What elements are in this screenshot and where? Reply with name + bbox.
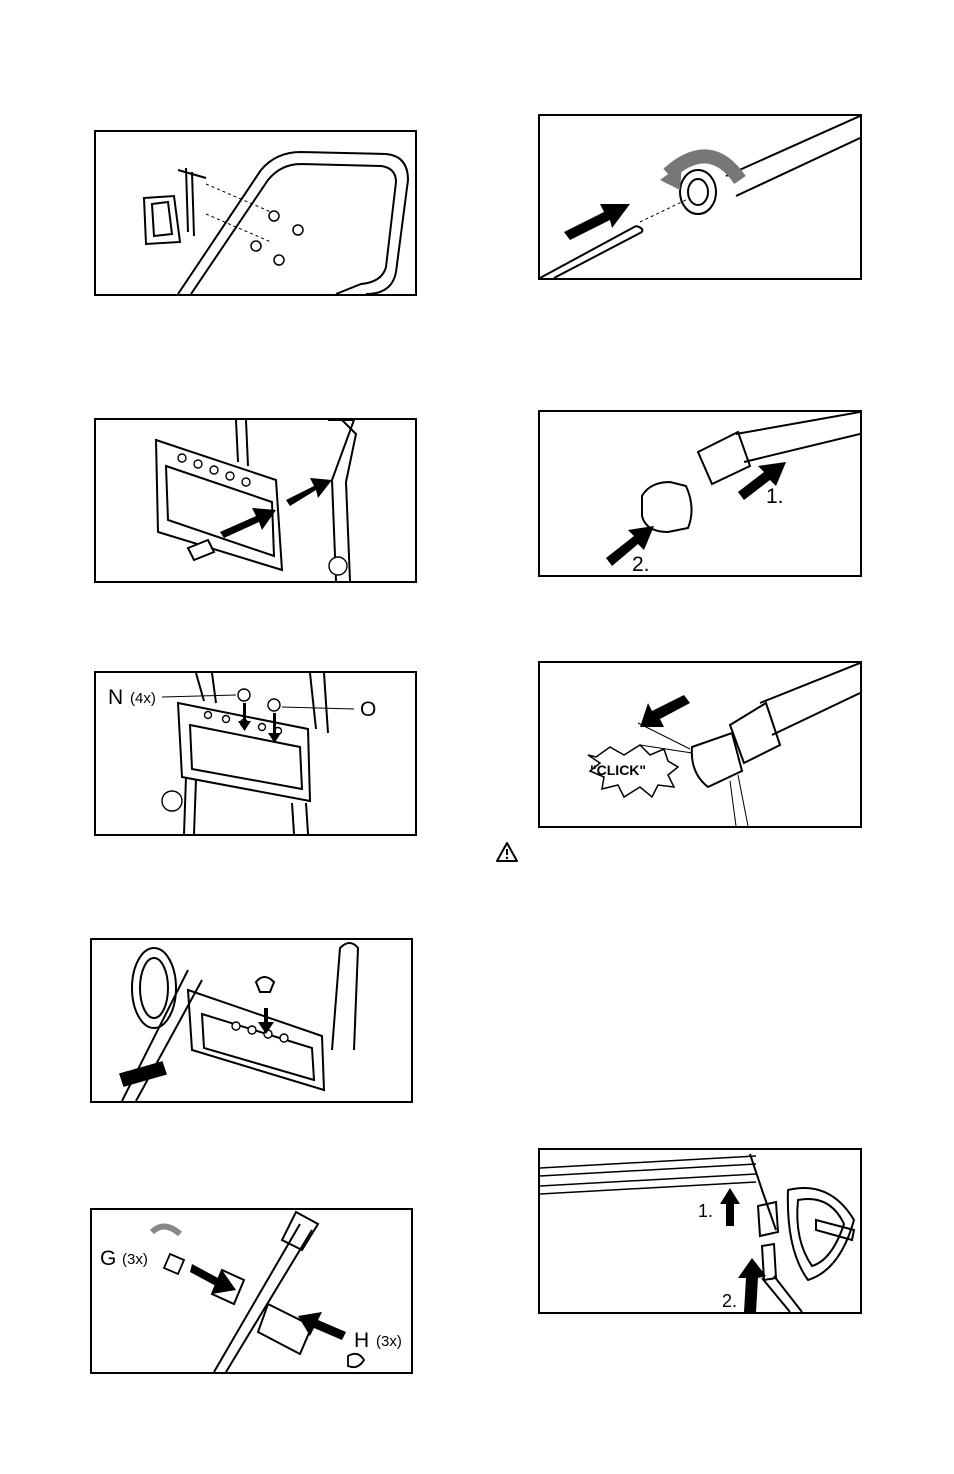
knob-icon xyxy=(256,977,274,992)
quick-connect-illustration xyxy=(540,412,860,575)
figure-knobs-n-o: N (4x) O xyxy=(94,671,417,836)
label-step-2: 2. xyxy=(722,1292,737,1310)
spray-gun-illustration xyxy=(540,1150,860,1312)
label-step-1: 1. xyxy=(698,1202,713,1220)
label-g: G xyxy=(100,1248,116,1269)
figure-spray-gun-connect: 1. 2. xyxy=(538,1148,862,1314)
figure-click-connection: "CLICK" xyxy=(538,661,862,828)
label-step-1: 1. xyxy=(766,486,784,507)
label-o: O xyxy=(360,699,376,720)
label-n-count: (4x) xyxy=(130,691,156,706)
handle-attachment-illustration xyxy=(96,420,415,581)
figure-quick-connect: 1. 2. xyxy=(538,410,862,577)
rotate-icon xyxy=(152,1226,180,1234)
click-burst-text: "CLICK" xyxy=(590,763,646,777)
hose-hook-illustration xyxy=(96,132,415,294)
label-step-2: 2. xyxy=(632,554,650,575)
handle-knob-illustration xyxy=(92,940,411,1101)
figure-hose-hook-bracket xyxy=(94,130,417,296)
warning-triangle-icon xyxy=(495,841,519,863)
arrow-icon xyxy=(640,695,690,727)
figure-handle-attachment xyxy=(94,418,417,583)
click-connection-illustration xyxy=(540,663,860,826)
knob-o-icon xyxy=(268,699,280,711)
arrow-icon xyxy=(606,462,786,566)
figure-handle-knob xyxy=(90,938,413,1103)
label-h: H xyxy=(354,1330,369,1351)
figure-hose-connect xyxy=(538,114,862,280)
label-n: N xyxy=(108,687,123,708)
hose-connect-illustration xyxy=(540,116,860,278)
knob-n-icon xyxy=(238,689,250,701)
label-g-count: (3x) xyxy=(122,1252,148,1267)
figure-nozzle-holder: G (3x) H (3x) xyxy=(90,1208,413,1374)
arrow-icon xyxy=(258,1008,274,1034)
label-h-count: (3x) xyxy=(376,1334,402,1349)
